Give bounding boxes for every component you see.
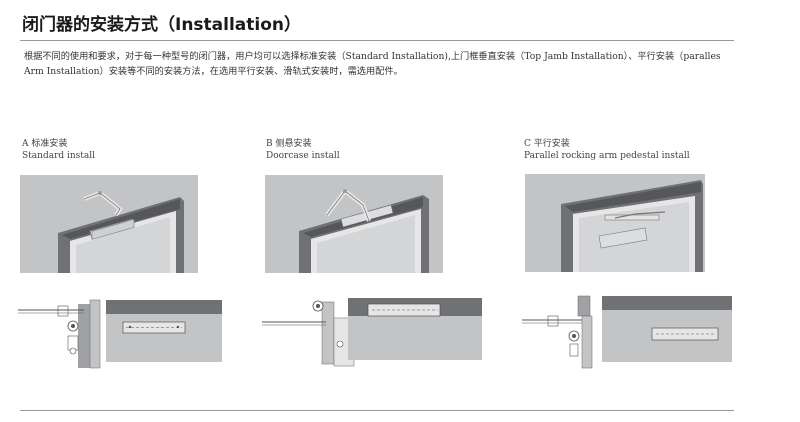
illustration-parallel-install — [525, 174, 705, 272]
caption-parallel: C 平行安装 Parallel rocking arm pedestal ins… — [524, 138, 690, 162]
bottom-divider — [20, 410, 734, 411]
caption-doorcase-cn: B 侧悬安装 — [266, 139, 312, 149]
caption-standard-en: Standard install — [22, 151, 96, 161]
description-text: 根据不同的使用和要求，对于每一种型号的闭门器，用户均可以选择标准安装（Stand… — [24, 51, 721, 77]
technical-drawing-parallel — [522, 295, 732, 369]
caption-standard-cn: A 标准安装 — [22, 139, 68, 149]
technical-drawing-standard — [18, 299, 222, 369]
caption-parallel-en: Parallel rocking arm pedestal install — [524, 151, 690, 161]
illustration-doorcase-install — [265, 175, 443, 273]
caption-standard: A 标准安装 Standard install — [22, 138, 95, 162]
caption-doorcase-en: Doorcase install — [266, 151, 340, 161]
technical-drawing-doorcase — [262, 298, 482, 367]
illustration-standard-install — [20, 175, 198, 273]
page-title: 闭门器的安装方式（Installation） — [22, 15, 302, 35]
caption-doorcase: B 侧悬安装 Doorcase install — [266, 138, 340, 162]
top-divider — [20, 40, 734, 41]
caption-parallel-cn: C 平行安装 — [524, 139, 570, 149]
